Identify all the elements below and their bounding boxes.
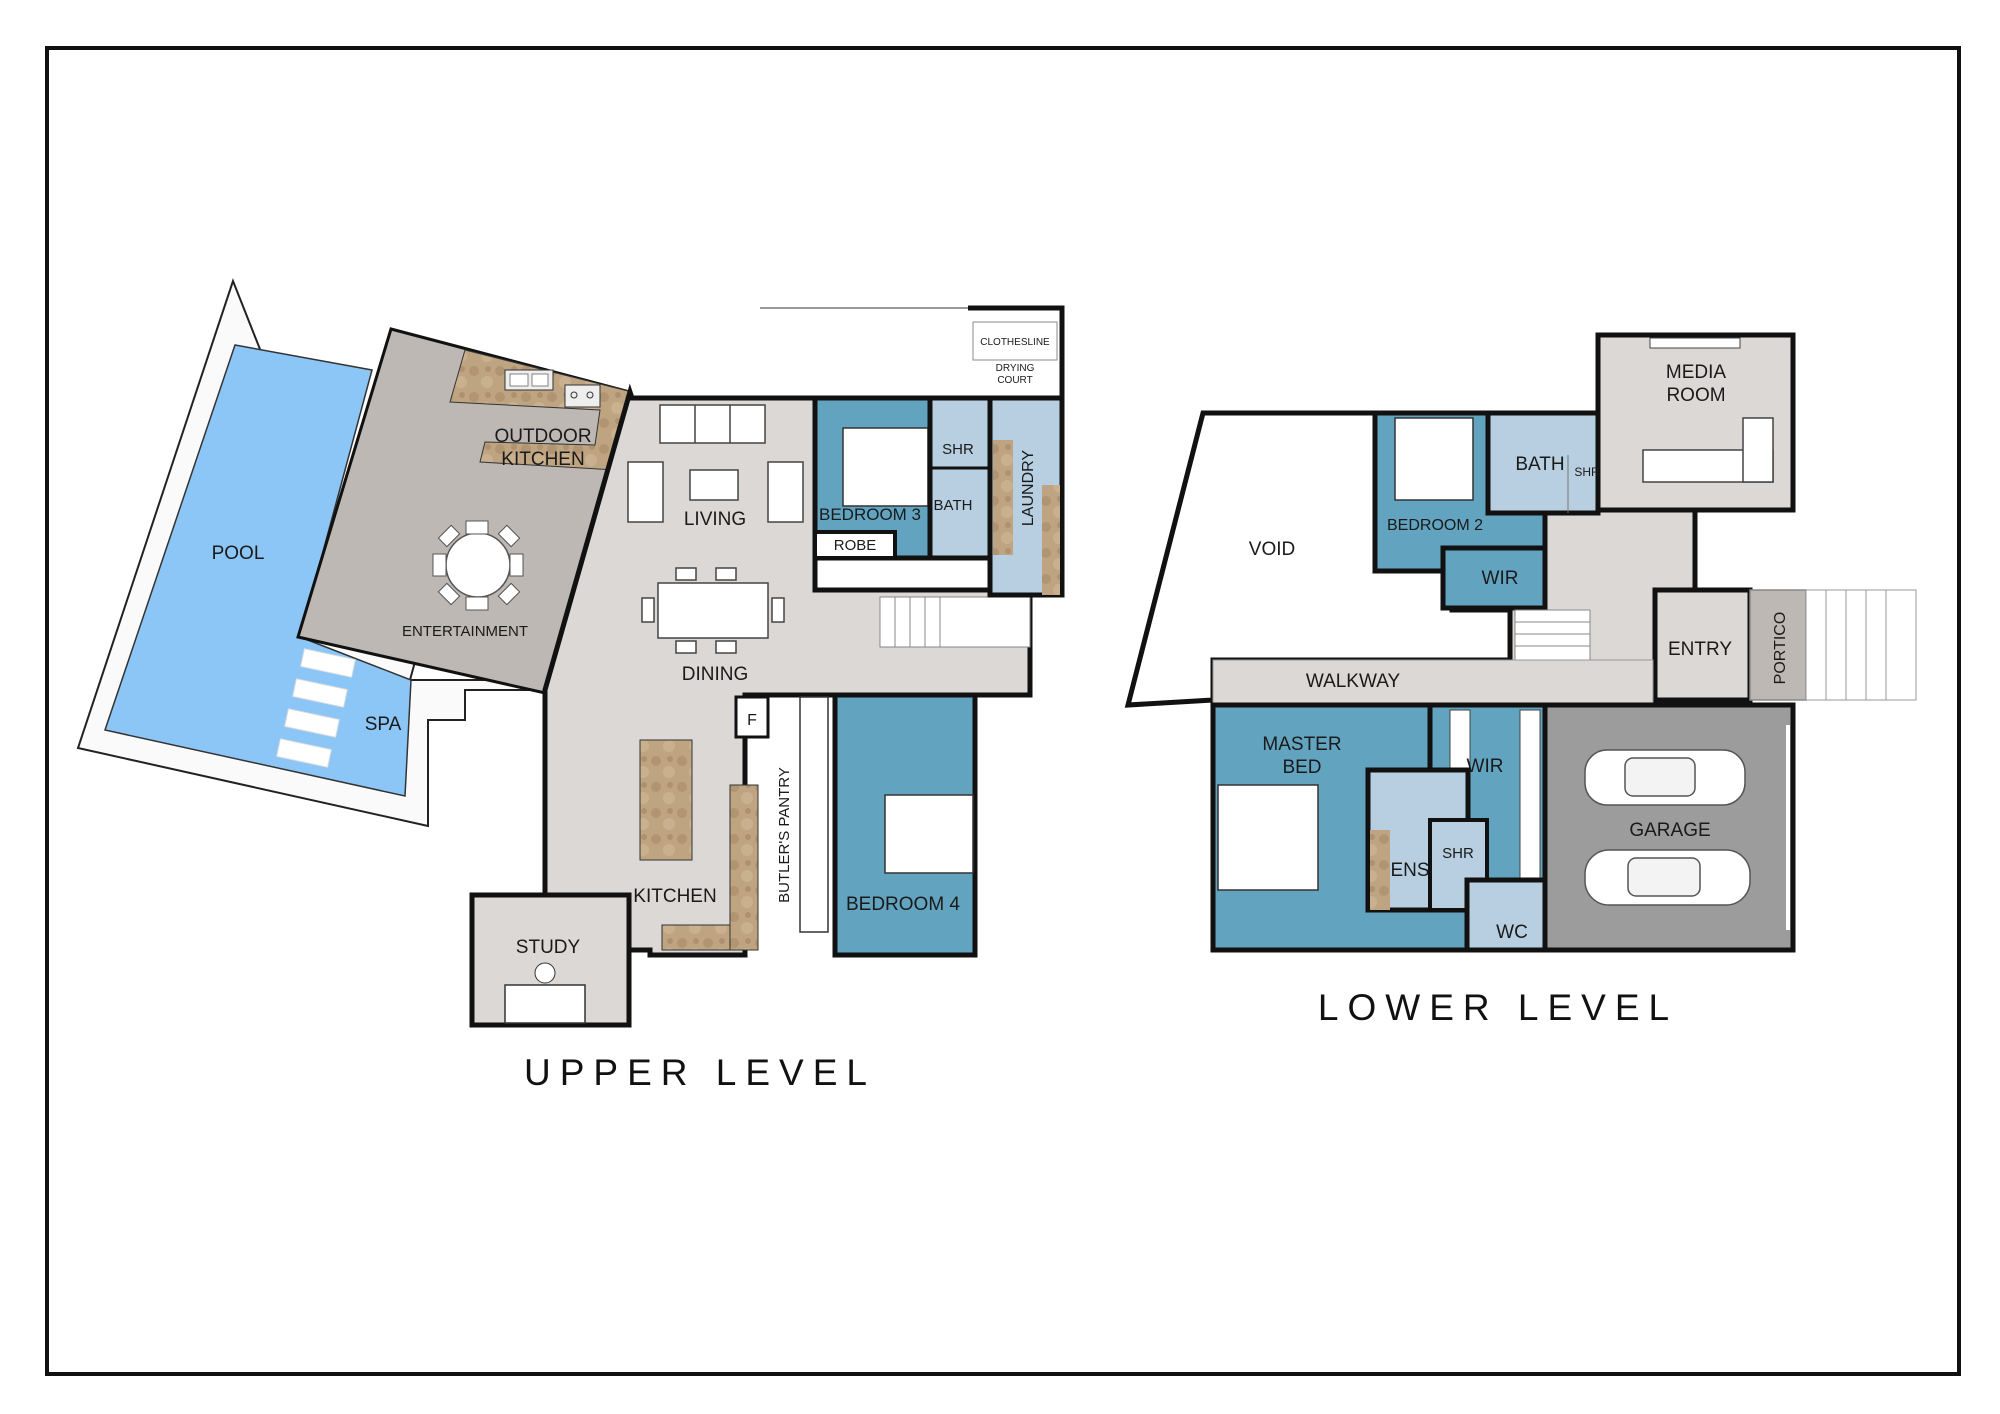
bedroom-3-bed (842, 427, 929, 507)
media-screen (1649, 337, 1741, 349)
master-bed-icon (1217, 784, 1319, 891)
master-bed-label-2: BED (1282, 757, 1321, 778)
drying-court-label-2: COURT (997, 375, 1032, 386)
lower-bath (1485, 410, 1601, 516)
master-bed-label-1: MASTER (1262, 734, 1341, 755)
drying-court-label-1: DRYING (996, 363, 1035, 374)
bbq-icon (564, 384, 601, 408)
bedroom-3-label: BEDROOM 3 (819, 505, 921, 524)
fridge-label: F (747, 712, 757, 729)
portico-steps (1805, 589, 1917, 701)
pool-label: POOL (212, 543, 265, 564)
ensuite-vanity (1370, 830, 1390, 910)
bedroom-4-bed (884, 794, 974, 874)
clothesline-label: CLOTHESLINE (980, 337, 1050, 348)
clothesline-box (972, 321, 1058, 361)
entertainment-label: ENTERTAINMENT (402, 623, 528, 640)
bedroom-4-label: BEDROOM 4 (846, 894, 960, 915)
living-label: LIVING (684, 509, 746, 530)
ens-label: ENS (1390, 860, 1429, 881)
master-wir-label: WIR (1467, 756, 1504, 777)
robe (813, 530, 897, 560)
bath-label: BATH (934, 497, 973, 514)
kitchen-label: KITCHEN (633, 886, 716, 907)
upper-level-title: UPPER LEVEL (524, 1052, 876, 1093)
kitchen-sink-bench (661, 924, 731, 951)
outdoor-table-icon (432, 520, 524, 611)
laundry-bench-2 (1042, 485, 1060, 595)
butlers-pantry-label: BUTLER'S PANTRY (776, 767, 793, 903)
study-desk (504, 984, 586, 1024)
kitchen-bench (729, 784, 759, 951)
wc-label: WC (1496, 922, 1528, 943)
walkway (1212, 659, 1654, 706)
upper-bath (927, 395, 993, 561)
garage-label: GARAGE (1629, 820, 1710, 841)
outdoor-kitchen-label-1: OUTDOOR (494, 426, 591, 447)
study-chair-icon (534, 962, 556, 984)
shr-label: SHR (942, 441, 974, 458)
void-label: VOID (1249, 539, 1295, 560)
car-bottom-icon (1584, 849, 1751, 906)
garage (1542, 702, 1796, 953)
lower-level-title: LOWER LEVEL (1318, 987, 1678, 1028)
bed2-wir (1440, 545, 1548, 611)
spa-steps (276, 648, 356, 768)
upper-stairs (879, 596, 1031, 648)
spa-label: SPA (365, 714, 402, 735)
fridge (734, 695, 770, 739)
dining-table-icon (641, 567, 785, 654)
dining-label: DINING (682, 664, 749, 685)
portico-label: PORTICO (1772, 612, 1789, 685)
study-label: STUDY (516, 937, 581, 958)
robe-label: ROBE (834, 537, 877, 554)
media-sofa-end (1742, 417, 1774, 483)
lower-bath-label: BATH (1515, 454, 1564, 475)
pool (104, 344, 412, 797)
butlers-pantry-bench (799, 696, 829, 933)
media-room-label-1: MEDIA (1666, 362, 1727, 383)
outdoor-kitchen-label-2: KITCHEN (501, 449, 584, 470)
car-top-icon (1584, 749, 1746, 806)
sink-icon (504, 369, 554, 391)
portico (1749, 589, 1807, 701)
lower-bath-shr-label: SHR (1574, 465, 1600, 479)
lower-level: VOID BEDROOM 2 WIR BATH SHR MEDIA ROOM W… (1124, 332, 1917, 1028)
media-room-label-2: ROOM (1666, 385, 1725, 406)
walkway-label: WALKWAY (1306, 671, 1401, 692)
bedroom-2-bed (1394, 417, 1474, 501)
ens-shr-label: SHR (1442, 845, 1474, 862)
laundry-bench (993, 440, 1013, 555)
entry-label: ENTRY (1668, 639, 1732, 660)
laundry-label: LAUNDRY (1020, 450, 1037, 527)
upper-level: POOL SPA OUTDOOR KITCHEN ENTERTAINMENT L… (76, 278, 1065, 1093)
lower-stairs (1514, 609, 1591, 661)
bed2-wir-label: WIR (1482, 568, 1519, 589)
living-furniture (627, 404, 804, 523)
kitchen-island (639, 739, 693, 861)
page-border (45, 46, 1961, 1376)
bedroom-2-label: BEDROOM 2 (1387, 517, 1483, 534)
drying-court-wall (968, 305, 1065, 398)
